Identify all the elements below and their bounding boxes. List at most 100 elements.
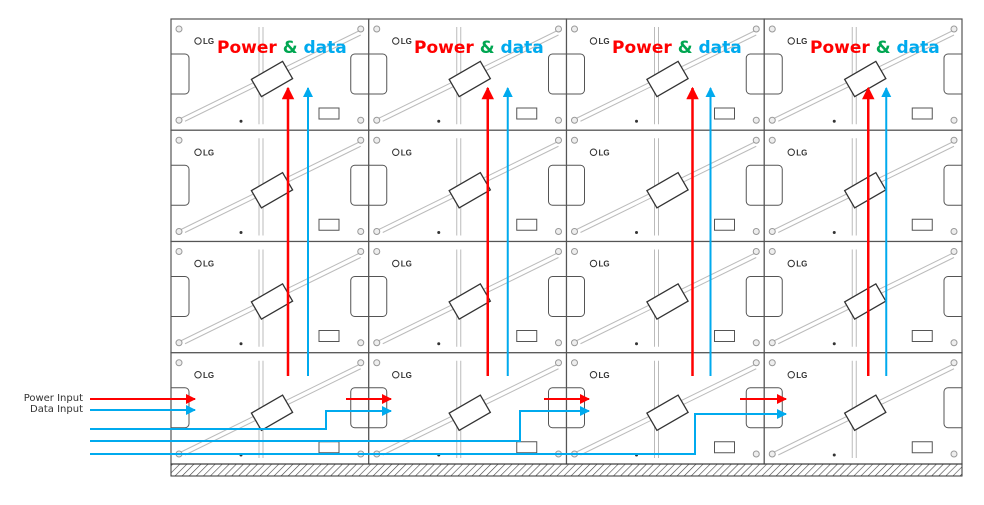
pin-icon xyxy=(832,342,836,346)
lg-logo-icon xyxy=(589,37,598,45)
connector-port xyxy=(911,441,933,454)
lg-logo-icon xyxy=(787,259,795,268)
screw-icon xyxy=(950,359,958,367)
brand-label: LG xyxy=(203,371,214,380)
screw-icon xyxy=(357,359,365,367)
brand-label: LG xyxy=(796,260,807,269)
cabinet-panel: LG xyxy=(565,129,765,243)
screw-icon xyxy=(768,359,776,367)
brand-label: LG xyxy=(599,260,610,269)
pin-icon xyxy=(832,453,836,457)
pin-icon xyxy=(635,119,638,123)
pin-icon xyxy=(437,231,441,234)
connector-port xyxy=(714,218,735,231)
left-handle xyxy=(764,53,783,95)
screw-icon xyxy=(752,228,760,235)
screw-icon xyxy=(555,248,562,255)
pin-icon xyxy=(239,342,243,346)
pin-icon xyxy=(437,119,441,123)
brand-label: LG xyxy=(599,371,610,380)
connector-port xyxy=(911,330,933,342)
data-word: data xyxy=(698,38,741,58)
connector-port xyxy=(516,330,538,342)
connector-port xyxy=(714,330,735,342)
connector-port xyxy=(516,218,538,231)
screw-icon xyxy=(571,359,578,367)
power-and-data-label: Power & data xyxy=(217,38,347,58)
right-handle xyxy=(943,164,962,206)
connector-port xyxy=(318,330,340,342)
screw-icon xyxy=(571,116,578,124)
left-handle xyxy=(566,164,585,206)
data-word: data xyxy=(896,38,939,58)
cabinet-panel: LG xyxy=(170,18,370,131)
brand-label: LG xyxy=(203,37,214,46)
lg-logo-icon xyxy=(194,259,202,268)
screw-icon xyxy=(950,116,958,124)
center-bracket xyxy=(646,282,689,321)
cabinet-panel: LG xyxy=(368,18,568,131)
screw-icon xyxy=(752,248,760,255)
screw-icon xyxy=(175,136,183,144)
screw-icon xyxy=(768,339,776,347)
right-handle xyxy=(943,53,962,95)
screw-icon xyxy=(373,228,381,235)
cabinet-panel: LG xyxy=(170,352,370,465)
cable-routing xyxy=(90,86,892,455)
ampersand-symbol: & xyxy=(283,38,304,58)
center-bracket xyxy=(843,394,887,432)
left-handle xyxy=(764,164,783,206)
screw-icon xyxy=(175,25,183,33)
left-handle xyxy=(171,164,190,206)
screw-icon xyxy=(571,228,578,235)
ampersand-symbol: & xyxy=(678,38,699,58)
power-word: Power xyxy=(810,38,876,58)
center-bracket xyxy=(250,394,294,432)
center-bracket xyxy=(250,60,294,98)
connector-port xyxy=(911,107,933,120)
screw-icon xyxy=(571,248,578,255)
left-handle xyxy=(566,53,585,95)
cabinet-panel: LG xyxy=(763,240,963,354)
connector-port xyxy=(516,441,538,454)
right-handle xyxy=(745,387,765,429)
connector-port xyxy=(516,107,538,120)
center-bracket xyxy=(448,60,492,98)
screw-icon xyxy=(357,25,365,33)
screw-icon xyxy=(950,450,958,458)
cabinet-panel: LG xyxy=(763,18,963,131)
input-legend: Power Input Data Input xyxy=(24,393,83,415)
screw-icon xyxy=(357,228,365,235)
cabinet-panel: LG xyxy=(763,352,963,465)
power-word: Power xyxy=(414,38,480,58)
screw-icon xyxy=(357,248,365,255)
power-word: Power xyxy=(217,38,283,58)
screw-icon xyxy=(950,25,958,33)
right-handle xyxy=(548,276,567,317)
screw-icon xyxy=(752,450,760,458)
brand-label: LG xyxy=(203,148,214,157)
pin-icon xyxy=(635,231,638,234)
screw-icon xyxy=(768,116,776,124)
pin-icon xyxy=(832,231,836,234)
center-bracket xyxy=(843,171,887,209)
brand-label: LG xyxy=(401,371,412,380)
left-handle xyxy=(368,164,388,206)
screw-icon xyxy=(950,248,958,255)
brand-label: LG xyxy=(796,148,807,157)
left-handle xyxy=(566,276,585,317)
left-handle xyxy=(171,53,190,95)
left-handle xyxy=(171,276,190,317)
screw-icon xyxy=(373,116,381,124)
screw-icon xyxy=(752,25,760,33)
center-bracket xyxy=(448,282,492,321)
lg-logo-icon xyxy=(589,259,598,268)
cabinet-panel: LG xyxy=(368,129,568,243)
power-word: Power xyxy=(612,38,678,58)
pin-icon xyxy=(239,231,243,234)
center-bracket xyxy=(843,282,887,321)
left-handle xyxy=(764,387,783,429)
